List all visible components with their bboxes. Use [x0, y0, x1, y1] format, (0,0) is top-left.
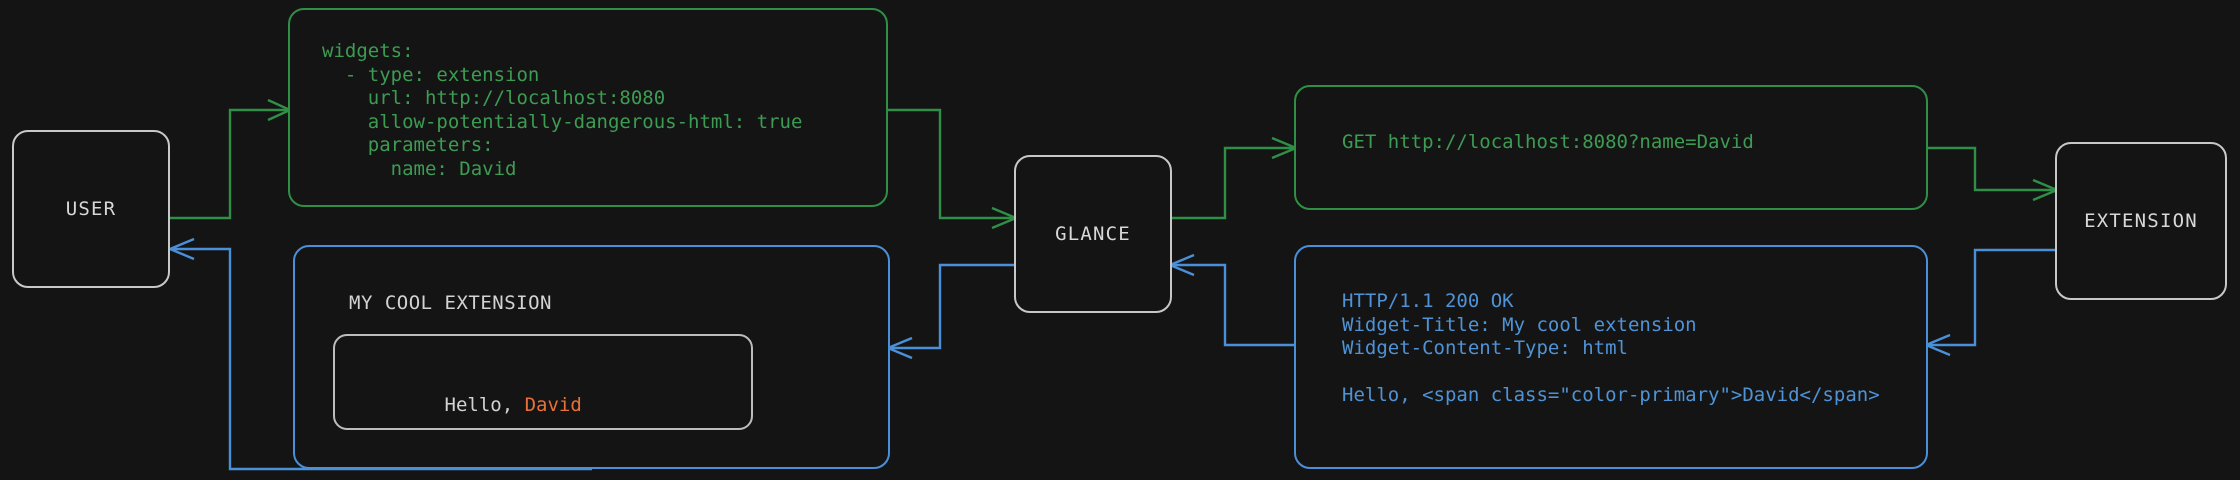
rendered-widget-title: MY COOL EXTENSION	[349, 292, 552, 314]
node-extension[interactable]: EXTENSION	[2055, 142, 2227, 300]
config-yaml-text: widgets: - type: extension url: http://l…	[322, 40, 803, 180]
node-user-label: USER	[65, 198, 117, 220]
connector-response-to-glance	[1166, 253, 1294, 347]
http-response-box[interactable]: HTTP/1.1 200 OK Widget-Title: My cool ex…	[1294, 245, 1928, 469]
node-user[interactable]: USER	[12, 130, 170, 288]
http-response-text: HTTP/1.1 200 OK Widget-Title: My cool ex…	[1342, 290, 1880, 406]
http-request-text: GET http://localhost:8080?name=David	[1342, 131, 1754, 153]
rendered-widget-content-frame: Hello, David	[333, 334, 753, 430]
rendered-widget-body-accent: David	[524, 394, 582, 416]
rendered-widget-box[interactable]: MY COOL EXTENSION Hello, David	[293, 245, 890, 469]
connector-extension-to-response	[1922, 248, 2055, 357]
connector-user-to-config	[170, 98, 293, 220]
connector-glance-to-widget	[884, 263, 1014, 360]
node-glance[interactable]: GLANCE	[1014, 155, 1172, 313]
rendered-widget-body-prefix: Hello,	[444, 394, 525, 416]
node-glance-label: GLANCE	[1055, 223, 1131, 245]
connector-config-to-glance	[888, 108, 1020, 230]
node-extension-label: EXTENSION	[2084, 210, 2198, 232]
rendered-widget-body: Hello, David	[353, 372, 582, 438]
connector-glance-to-request	[1172, 136, 1300, 220]
config-yaml-box[interactable]: widgets: - type: extension url: http://l…	[288, 8, 888, 207]
http-request-box[interactable]: GET http://localhost:8080?name=David	[1294, 85, 1928, 210]
connector-request-to-extension	[1928, 146, 2061, 202]
